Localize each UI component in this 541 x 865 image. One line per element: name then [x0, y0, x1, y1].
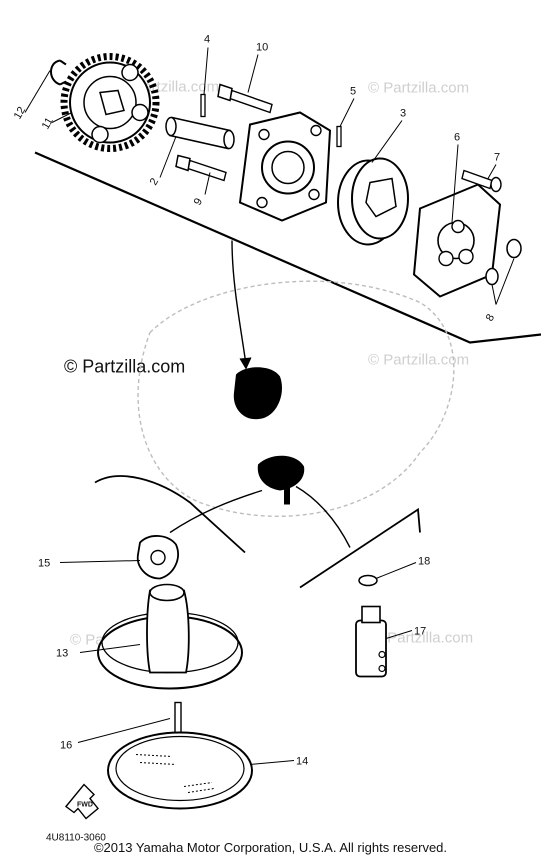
lower-frame-left [94, 475, 246, 554]
callout-11: 11 [40, 116, 56, 132]
pump-body [238, 111, 332, 222]
strainer-location-stem [284, 486, 290, 505]
callout-8: 8 [484, 312, 497, 323]
strainer-gasket [136, 535, 179, 580]
small-o-ring [358, 574, 378, 587]
pump-location-mark [233, 367, 282, 420]
install-arrow-left [169, 489, 263, 534]
callout-15: 15 [38, 558, 50, 570]
dowel-pin [200, 93, 206, 118]
short-bolt [175, 154, 227, 182]
callout-2: 2 [148, 176, 161, 187]
o-ring [506, 238, 522, 259]
callout-4: 4 [204, 34, 210, 46]
callout-9: 9 [192, 196, 205, 207]
o-ring [485, 267, 499, 286]
cover-screw [461, 169, 502, 193]
callout-7: 7 [494, 152, 500, 164]
callout-5: 5 [350, 86, 356, 98]
strainer-location-mark [257, 455, 305, 491]
pump-rotor [337, 157, 409, 246]
callout-3: 3 [400, 108, 406, 120]
forward-direction-marker: FWD [64, 783, 99, 820]
install-arrow-upper [231, 240, 247, 365]
oil-strainer-screen [107, 731, 253, 810]
callout-6: 6 [454, 132, 460, 144]
pump-shaft [165, 116, 235, 150]
callout-10: 10 [256, 42, 268, 54]
callout-17: 17 [414, 626, 426, 638]
lower-frame-right [299, 507, 421, 589]
callout-12: 12 [12, 105, 29, 122]
oil-strainer-housing [97, 583, 243, 690]
install-arrow-right [295, 485, 351, 548]
relief-valve [355, 605, 387, 678]
callout-13: 13 [56, 648, 68, 660]
copyright-notice: ©2013 Yamaha Motor Corporation, U.S.A. A… [93, 840, 448, 855]
oil-pump-drive-gear [60, 53, 160, 152]
upper-frame-line [34, 151, 541, 344]
diagram-code: 4U8110-3060 [46, 833, 106, 844]
callout-leaders [24, 47, 515, 765]
callout-14: 14 [296, 756, 308, 768]
forward-marker-text: FWD [77, 802, 93, 809]
callout-16: 16 [60, 740, 72, 752]
watermark-lower-right: © Partzilla.com [372, 630, 473, 647]
callout-18: 18 [418, 556, 430, 568]
watermark-mid-right: © Partzilla.com [368, 352, 469, 369]
arrowhead [239, 357, 252, 370]
watermark-primary: © Partzilla.com [64, 357, 185, 377]
locating-pin [336, 125, 342, 148]
long-bolt [217, 83, 273, 114]
circlip [50, 59, 67, 86]
watermark-top-right: © Partzilla.com [368, 80, 469, 97]
